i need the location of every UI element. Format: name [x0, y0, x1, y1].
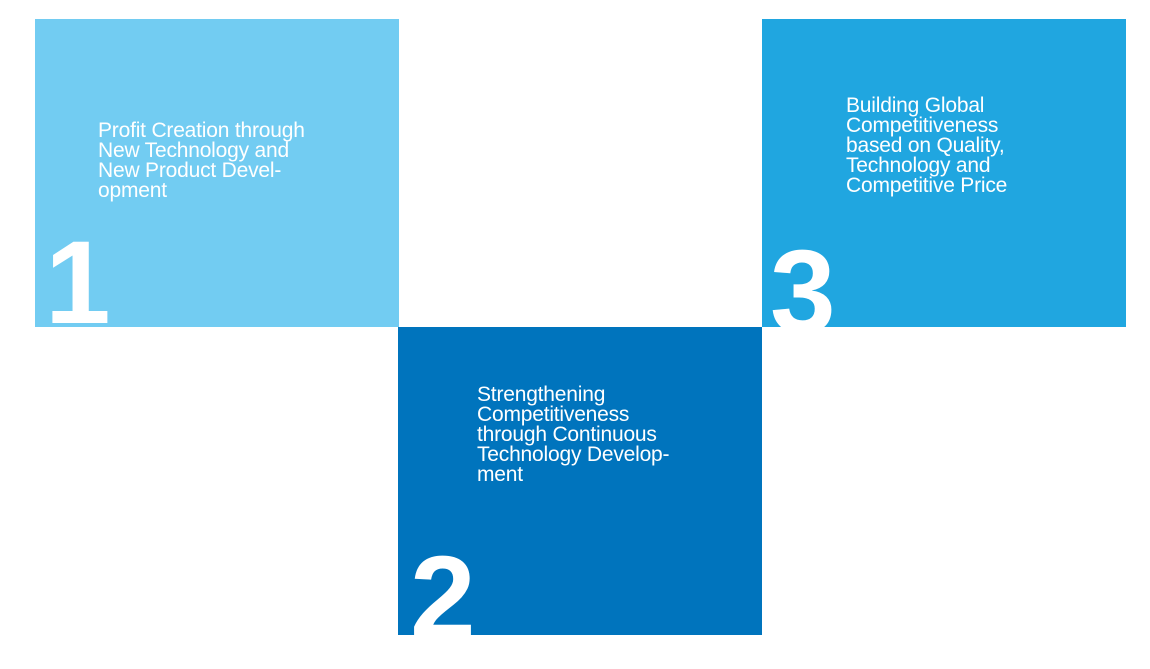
strategy-panel-2-number: 2: [410, 532, 476, 635]
strategy-panel-3-text: Building Global Competitiveness based on…: [846, 94, 1008, 197]
strategy-panel-2: Strengthening Competitiveness through Co…: [398, 327, 762, 635]
strategy-panel-2-text: Strengthening Competitiveness through Co…: [477, 383, 670, 486]
strategy-panel-1-number: 1: [45, 217, 111, 327]
strategy-panel-3-number: 3: [770, 226, 836, 327]
strategy-panel-1-text: Profit Creation through New Technology a…: [98, 119, 305, 202]
strategy-panel-1: Profit Creation through New Technology a…: [35, 19, 399, 327]
strategy-panel-3: Building Global Competitiveness based on…: [762, 19, 1126, 327]
